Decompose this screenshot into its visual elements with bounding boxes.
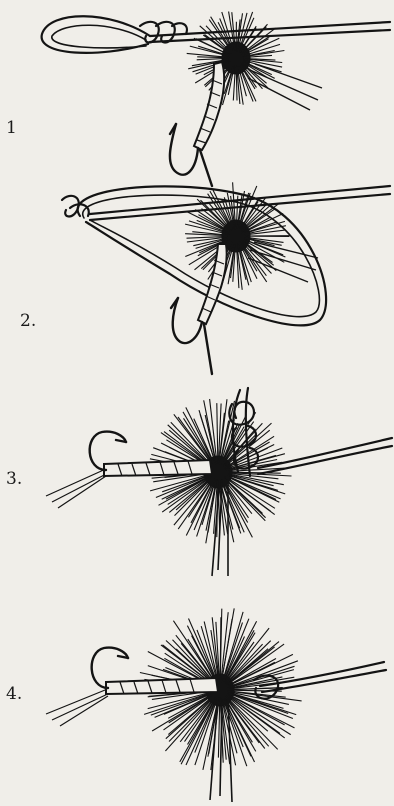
line-loop-inner [52, 25, 146, 48]
step-3-drawing [0, 380, 394, 585]
step-2-panel: 2. [0, 178, 394, 378]
step-1-panel: 1 [0, 0, 394, 190]
knot-wrap [62, 196, 79, 217]
step-2-drawing [0, 178, 394, 378]
step-4-label: 4. [6, 684, 22, 704]
step-3-panel: 3. [0, 380, 394, 585]
step-4-drawing [0, 592, 394, 806]
fly-body [194, 62, 224, 150]
fly-body [104, 460, 212, 476]
fly-hackle [185, 182, 290, 289]
hook-bend [170, 124, 198, 175]
step-1-label: 1 [6, 118, 17, 138]
leader-line [258, 438, 392, 468]
fly-hackle [187, 12, 285, 106]
step-3-label: 3. [6, 469, 22, 489]
leader-line [258, 446, 392, 474]
step-2-label: 2. [20, 311, 36, 331]
step-4-panel: 4. [0, 592, 394, 806]
hook-eye-shank [204, 324, 212, 374]
step-1-drawing [0, 0, 394, 190]
line-loop [78, 186, 326, 325]
